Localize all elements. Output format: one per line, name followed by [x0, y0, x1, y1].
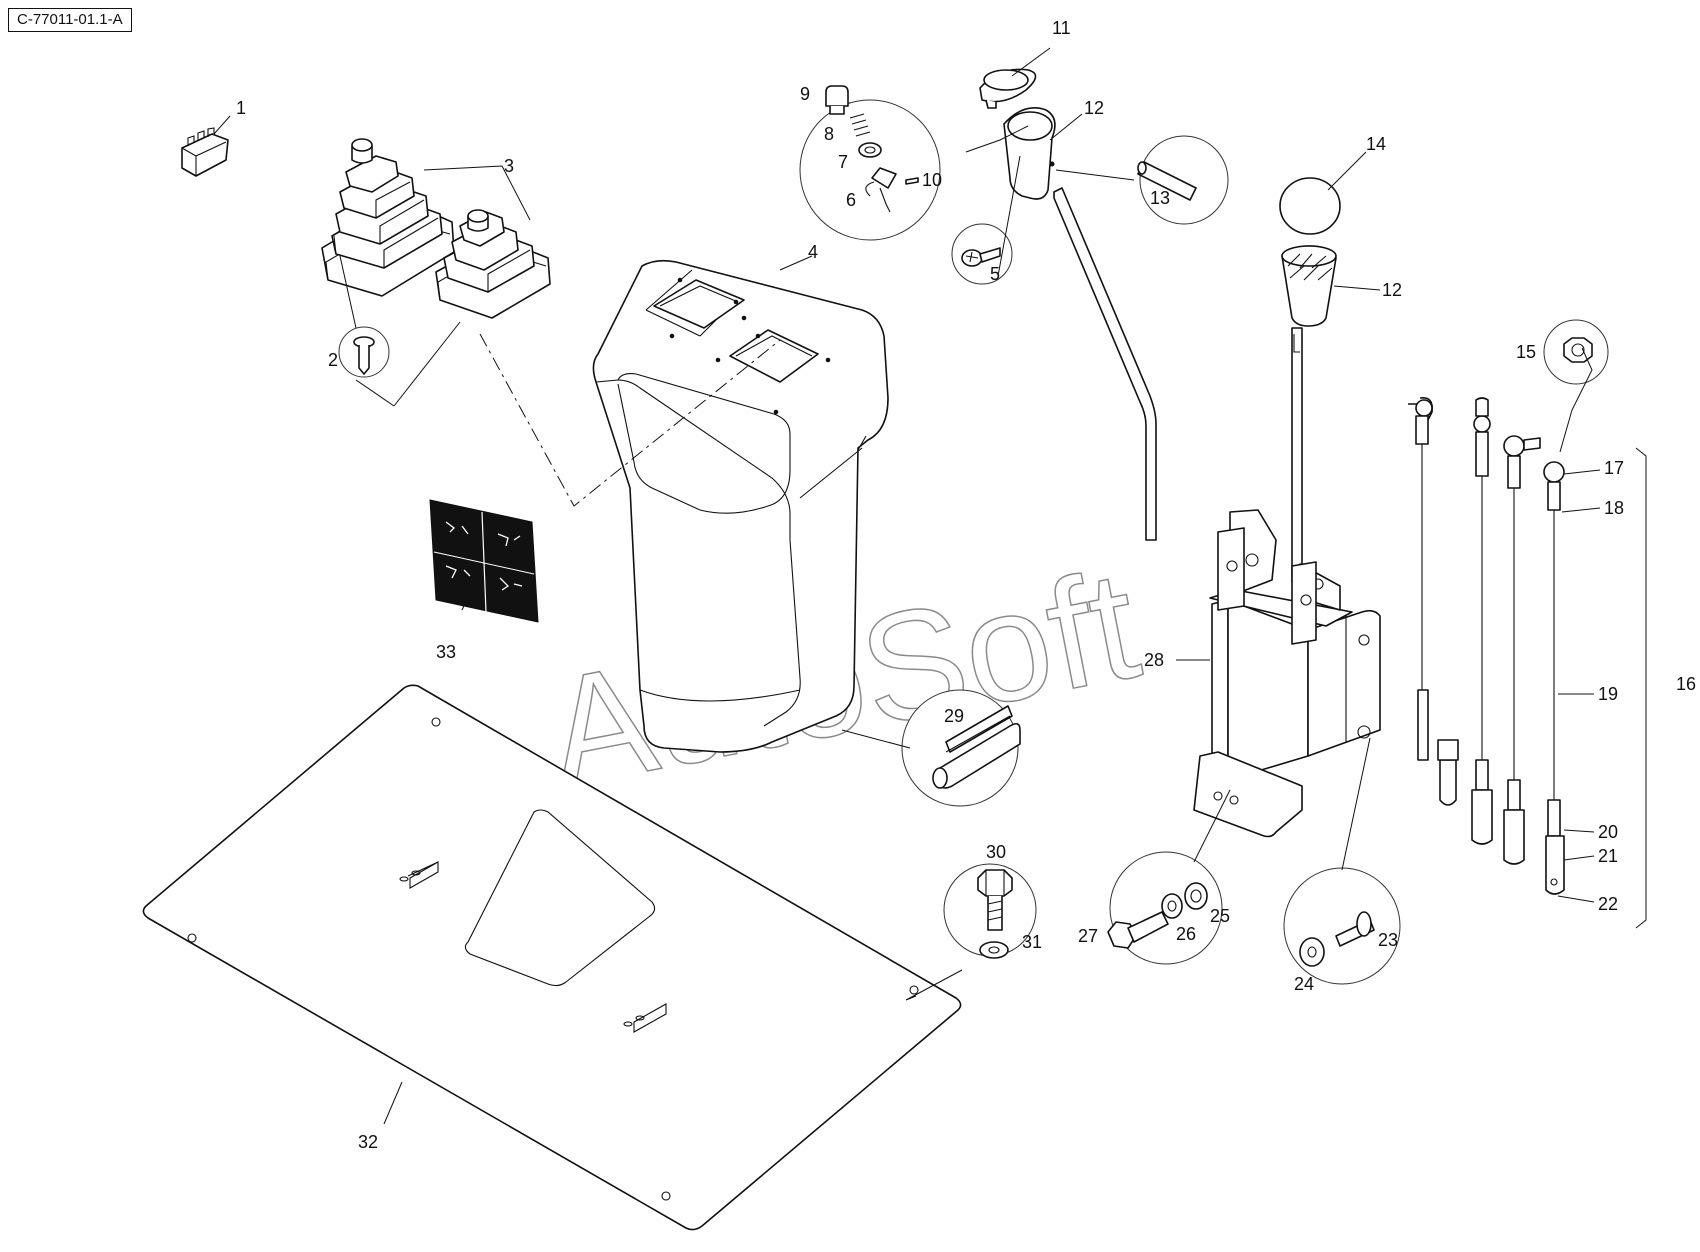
callout-23: 23: [1378, 930, 1398, 950]
callout-22: 22: [1598, 894, 1618, 914]
part-4-console-cover: [592, 259, 889, 753]
callout-17: 17: [1604, 458, 1624, 478]
callout-12-upper: 12: [1084, 98, 1104, 118]
part-5-screw: [951, 223, 1013, 285]
callout-6: 6: [846, 190, 856, 210]
callout-12-lower: 12: [1382, 280, 1402, 300]
assembly-line-boot-large: [479, 333, 781, 507]
part-16-22-cable-assembly: [1408, 396, 1647, 929]
callout-15: 15: [1516, 342, 1536, 362]
part-32-floor-plate: [142, 684, 962, 1231]
part-13-roll-pin: [1137, 135, 1229, 225]
callout-2: 2: [328, 350, 338, 370]
callout-16: 16: [1676, 674, 1696, 694]
callout-1: 1: [236, 98, 246, 118]
part-28-lever-bracket: [1053, 187, 1381, 838]
document-id-label: C-77011-01.1-A: [8, 8, 132, 32]
callout-29: 29: [944, 706, 964, 726]
part-3-rubber-boot-small: [435, 209, 551, 319]
callout-24: 24: [1294, 974, 1314, 994]
leader-lines: [213, 47, 1601, 1125]
callout-13: 13: [1150, 188, 1170, 208]
part-3-rubber-boot-large: [321, 138, 455, 297]
part-15-nut: [1543, 319, 1609, 385]
callout-30: 30: [986, 842, 1006, 862]
callout-labels: 1 2 3 4 5 6 7 8 9 10 11 12 12 13 14 15 1…: [236, 18, 1696, 1152]
callout-9: 9: [800, 84, 810, 104]
callout-5: 5: [990, 264, 1000, 284]
callout-10: 10: [922, 170, 942, 190]
part-2-push-rivet: [338, 326, 390, 378]
callout-7: 7: [838, 152, 848, 172]
callout-19: 19: [1598, 684, 1618, 704]
callout-14: 14: [1366, 134, 1386, 154]
callout-11: 11: [1052, 18, 1071, 38]
callout-8: 8: [824, 124, 834, 144]
callout-28: 28: [1144, 650, 1164, 670]
part-25-27-bolt-washers: [1107, 851, 1223, 965]
callout-27: 27: [1078, 926, 1098, 946]
callout-25: 25: [1210, 906, 1230, 926]
part-6-10-switch-group: [799, 85, 941, 241]
part-14-cap: [1279, 177, 1341, 235]
part-29-edge-trim: [901, 689, 1021, 807]
part-30-31-bolt-washer: [943, 863, 1037, 959]
callout-18: 18: [1604, 498, 1624, 518]
callout-3: 3: [504, 156, 514, 176]
part-11-knob-cap: [979, 68, 1037, 109]
callout-20: 20: [1598, 822, 1618, 842]
callout-21: 21: [1598, 846, 1618, 866]
callout-32: 32: [358, 1132, 378, 1152]
callout-4: 4: [808, 242, 818, 262]
callout-26: 26: [1176, 924, 1196, 944]
part-23-24-bolt-washer: [1283, 867, 1401, 985]
callout-31: 31: [1022, 932, 1042, 952]
callout-33: 33: [436, 642, 456, 662]
part-12-grip-knob-upper: [1003, 107, 1056, 200]
part-12-grip-knob-lower: [1281, 245, 1337, 327]
part-33-decal: [429, 499, 539, 623]
part-1-plug: [181, 127, 229, 177]
